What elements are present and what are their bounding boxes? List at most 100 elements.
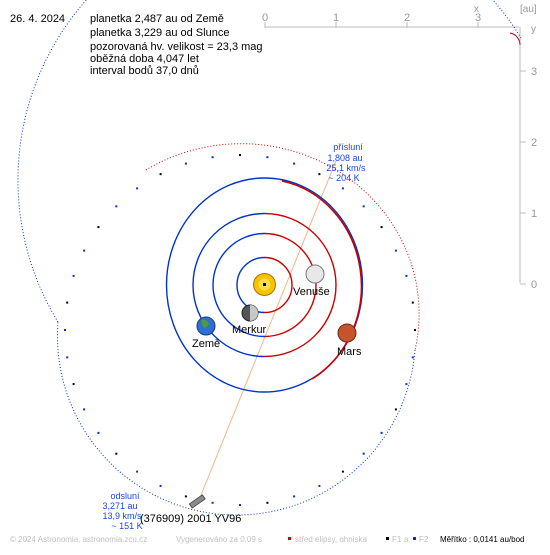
earth-orbit-blue	[192, 212, 265, 358]
mercury-orbit-red	[264, 256, 293, 314]
orbit-position-dot	[64, 329, 66, 331]
asteroid-name: (376909) 2001 YV96	[140, 513, 241, 525]
orbit-position-dot	[293, 162, 296, 165]
venus: Venuše	[293, 264, 330, 298]
orbit-position-dot	[184, 162, 187, 165]
orbit-position-dot	[115, 452, 118, 455]
orbit-position-dot	[136, 187, 139, 190]
orbit-position-dot	[239, 154, 241, 156]
y-tick-label-2: 2	[531, 137, 537, 149]
aphelion-info: odsluní 3,271 au 13,9 km/s ~ 151 K	[102, 491, 142, 531]
aphelion-speed: 13,9 km/s	[102, 511, 142, 521]
mercury-lit-side	[250, 305, 258, 321]
venus-label: Venuše	[293, 286, 330, 298]
orbit-position-dot	[318, 173, 321, 176]
orbit-position-dot	[411, 301, 414, 304]
info-line-3: pozorovaná hv. velikost = 23,3 mag	[90, 41, 263, 53]
x-axis-label: x	[474, 4, 479, 15]
x-tick-label-2: 2	[404, 12, 410, 24]
info-line-1: planetka 2,487 au od Země	[90, 13, 224, 25]
legend-center-marker	[288, 537, 291, 540]
mars-label: Mars	[337, 346, 362, 358]
orbit-position-dot	[394, 408, 397, 411]
perihelion-speed: 25,1 km/s	[326, 163, 366, 173]
orbit-position-dot	[318, 484, 321, 487]
orbit-position-dot	[211, 501, 214, 504]
mercury-label: Merkur	[232, 324, 267, 336]
orbit-position-dot	[66, 301, 69, 304]
mars-orbit-blue	[165, 177, 364, 393]
earth-label: Země	[192, 338, 220, 350]
aphelion-temperature: ~ 151 K	[111, 521, 142, 531]
orbit-position-dot	[66, 356, 69, 359]
x-tick-label-0: 0	[262, 12, 268, 24]
venus-orbit-blue	[212, 232, 265, 338]
earth-orbit-red	[264, 212, 337, 358]
footer: © 2024 Astronomia, astronomia.zcu.cz Vyg…	[10, 535, 525, 544]
orbit-position-dot	[115, 205, 118, 208]
orbit-position-dot	[380, 431, 383, 434]
apsis-line	[198, 160, 337, 501]
orbit-position-dot	[266, 156, 269, 159]
orbit-position-dot	[341, 187, 344, 190]
orbit-position-dot	[394, 249, 397, 252]
orbit-position-dot	[411, 356, 414, 359]
asteroid-icon	[188, 494, 206, 509]
x-tick-label-1: 1	[333, 12, 339, 24]
perihelion-temperature: ~ 204 K	[328, 173, 359, 183]
orbit-position-dot	[405, 383, 408, 386]
info-line-5: interval bodů 37,0 dnů	[90, 65, 199, 77]
legend-f2-marker	[413, 537, 416, 540]
y-tick-label-1: 1	[531, 208, 537, 220]
orbit-position-dot	[159, 484, 162, 487]
orbit-position-dot	[362, 452, 365, 455]
venus-icon	[305, 264, 325, 284]
footer-copyright: © 2024 Astronomia, astronomia.zcu.cz	[10, 535, 147, 544]
orbit-position-dot	[83, 408, 86, 411]
footer-scale: Měřítko : 0,0141 au/bod	[440, 535, 525, 544]
planet-orbits	[165, 177, 364, 393]
sun	[253, 273, 276, 296]
aphelion-distance: 3,271 au	[102, 501, 137, 511]
legend-f1-marker	[386, 537, 389, 540]
axes	[264, 22, 526, 285]
axis-unit-label: [au]	[520, 4, 537, 15]
mars-icon	[337, 323, 357, 343]
info-line-2: planetka 3,229 au od Slunce	[90, 27, 229, 39]
orbit-position-dot	[97, 431, 100, 434]
orbit-position-dot	[239, 504, 241, 506]
orbit-position-dot	[341, 470, 344, 473]
info-line-4: oběžná doba 4,047 let	[90, 53, 199, 65]
asteroid-position-dots	[64, 154, 416, 506]
asteroid-orbit-red-fragment	[509, 32, 521, 46]
orbit-position-dot	[380, 226, 383, 229]
sun-focus-marker	[263, 283, 266, 286]
footer-and: a	[404, 535, 409, 544]
mars-orbit-red	[281, 180, 363, 380]
perihelion-distance: 1,808 au	[327, 153, 362, 163]
y-tick-label-0: 0	[531, 279, 537, 291]
orbit-position-dot	[414, 329, 416, 331]
footer-legend-center: střed elipsy, ohniska	[295, 535, 367, 544]
orbit-position-dot	[72, 274, 75, 277]
perihelion-title: přísluní	[333, 142, 363, 152]
orbit-position-dot	[293, 495, 296, 498]
orbit-position-dot	[184, 495, 187, 498]
orbit-position-dot	[97, 226, 100, 229]
asteroid-orbit-red	[145, 143, 420, 351]
venus-orbit-red	[264, 232, 317, 338]
mercury: Merkur	[232, 304, 267, 336]
aphelion-title: odsluní	[110, 491, 140, 501]
footer-f2: F2	[419, 535, 429, 544]
mars: Mars	[337, 323, 362, 358]
asteroid: (376909) 2001 YV96	[140, 494, 241, 525]
footer-generated: Vygenerováno za 0,09 s	[176, 535, 262, 544]
orbit-position-dot	[83, 249, 86, 252]
earth-land	[201, 319, 209, 328]
x-tick-label-3: 3	[475, 12, 481, 24]
y-axis-label: y	[531, 24, 536, 35]
orbit-position-dot	[211, 156, 214, 159]
date-label: 26. 4. 2024	[10, 13, 65, 25]
